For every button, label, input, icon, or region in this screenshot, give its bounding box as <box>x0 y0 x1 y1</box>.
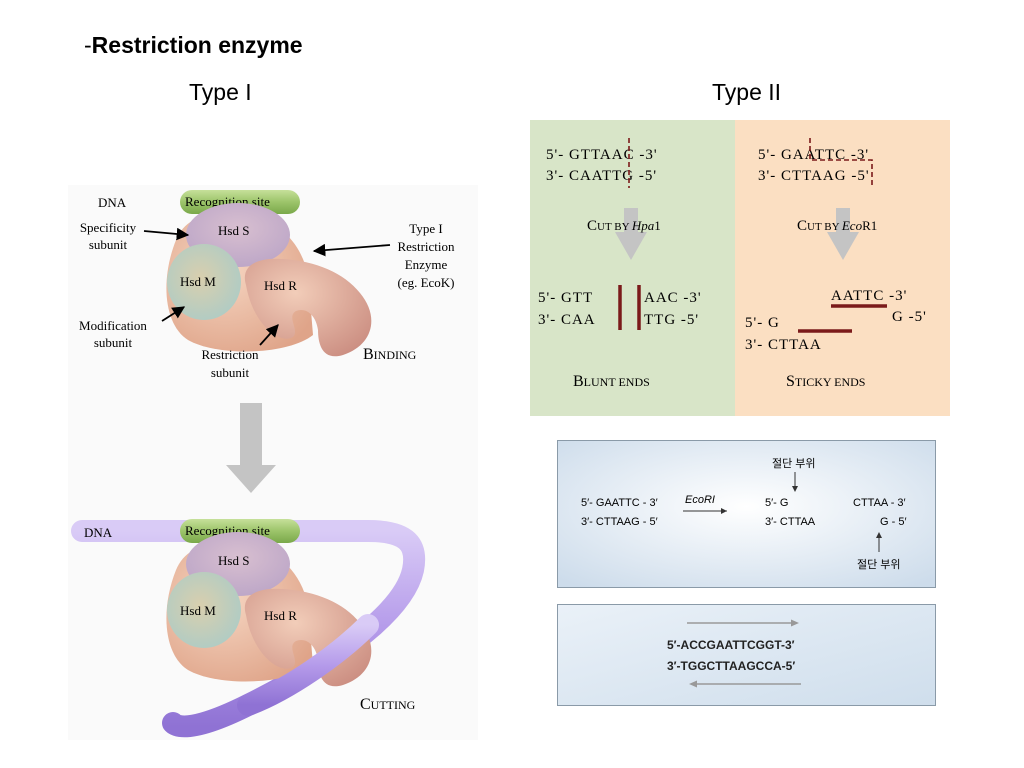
enzyme-label-line3: Enzyme <box>405 257 448 272</box>
hsd-r-label: Hsd R <box>264 608 297 623</box>
palindrome-bottom-strand: 3′-TGGCTTAAGCCA-5′ <box>667 659 795 673</box>
recognition-site <box>180 190 300 214</box>
ecori-fragment2-top: CTTAA - 3′ <box>853 497 906 509</box>
sticky-arrow-down <box>827 208 859 260</box>
sticky-cut-by: CUT BY EcoR1 <box>797 218 877 234</box>
sticky-panel-background <box>735 120 950 416</box>
cut-site-arrowhead-top <box>792 486 798 492</box>
sticky-right-bottom: G -5' <box>892 309 927 325</box>
hsd-m-label: Hsd M <box>180 603 216 618</box>
cut-site-arrowhead-bottom <box>876 532 882 538</box>
blunt-right-top: AAC -3' <box>644 290 702 306</box>
blunt-caption: BLUNT ENDS <box>573 373 650 390</box>
palindrome-top-arrowhead <box>791 619 799 627</box>
binding-state: DNA Recognition site Hsd S Hsd M Hsd R S… <box>71 190 455 380</box>
slide-title: -Restriction enzyme <box>84 32 303 58</box>
cutting-caption: CUTTING <box>360 696 416 713</box>
dna-label: DNA <box>84 525 113 540</box>
blunt-top-strand: 5'- GTTAAC -3' <box>546 147 658 163</box>
blunt-left-bottom: 3'- CAA <box>538 312 596 328</box>
blunt-arrow-down <box>615 208 647 260</box>
palindrome-panel: 5′-ACCGAATTCGGT-3′ 3′-TGGCTTAAGCCA-5′ <box>557 604 936 706</box>
sticky-left-bottom: 3'- CTTAA <box>745 337 822 353</box>
restriction-label-line1: Restriction <box>201 347 259 362</box>
hsd-m-subunit <box>167 244 241 320</box>
process-arrow-down <box>226 403 276 493</box>
blunt-right-bottom: TTG -5' <box>644 312 699 328</box>
sticky-bottom-strand: 3'- CTTAAG -5' <box>758 168 870 184</box>
recognition-site <box>180 519 300 543</box>
specificity-label-line1: Specificity <box>80 220 137 235</box>
hsd-m-label: Hsd M <box>180 274 216 289</box>
dna-label: DNA <box>98 195 127 210</box>
type1-figure: DNA Recognition site Hsd S Hsd M Hsd R S… <box>68 185 478 740</box>
type2-cut-figure: 5'- GTTAAC -3' 3'- CAATTG -5' CUT BY Hpa… <box>530 120 950 416</box>
ecori-fragment2-bottom: G - 5′ <box>880 516 907 528</box>
blunt-cut-by: CUT BY Hpa1 <box>587 218 661 234</box>
cut-site-label-top: 절단 부위 <box>772 457 816 470</box>
palindrome-bottom-arrowhead <box>689 680 697 688</box>
restriction-label-line2: subunit <box>211 365 250 380</box>
ecori-reaction-arrowhead <box>721 508 727 514</box>
blunt-bottom-strand: 3'- CAATTG -5' <box>546 168 657 184</box>
type2-heading: Type II <box>712 79 782 105</box>
sticky-ends-panel: 5'- GAATTC -3' 3'- CTTAAG -5' CUT BY Eco… <box>745 138 927 390</box>
blunt-ends-panel: 5'- GTTAAC -3' 3'- CAATTG -5' CUT BY Hpa… <box>538 138 702 390</box>
ecori-original-top: 5′- GAATTC - 3′ <box>581 497 658 509</box>
dna-strand-front <box>237 614 379 716</box>
palindrome-top-strand: 5′-ACCGAATTCGGT-3′ <box>667 638 795 652</box>
sticky-left-top: 5'- G <box>745 315 780 331</box>
sticky-right-top: AATTC -3' <box>831 288 907 304</box>
hsd-s-label: Hsd S <box>218 223 249 238</box>
palindrome-panel-background <box>557 604 936 706</box>
ecori-enzyme-label: EcoRI <box>685 494 715 506</box>
enzyme-label-line1: Type I <box>409 221 442 236</box>
enzyme-arrow <box>312 243 391 257</box>
hsd-m-subunit <box>167 572 241 648</box>
specificity-label-line2: subunit <box>89 237 128 252</box>
enzyme-label-line4: (eg. EcoK) <box>397 275 454 290</box>
specificity-arrow <box>143 227 190 241</box>
ecori-fragment1-bottom: 3′- CTTAA <box>765 516 816 528</box>
sticky-caption: STICKY ENDS <box>786 373 865 390</box>
sticky-top-strand: 5'- GAATTC -3' <box>758 147 869 163</box>
cut-site-label-bottom: 절단 부위 <box>857 558 901 571</box>
blunt-panel-background <box>530 120 735 416</box>
hsd-s-label: Hsd S <box>218 553 249 568</box>
binding-caption: BINDING <box>363 346 417 363</box>
hsd-r-label: Hsd R <box>264 278 297 293</box>
blunt-left-top: 5'- GTT <box>538 290 593 306</box>
ecori-original-bottom: 3′- CTTAAG - 5′ <box>581 516 658 528</box>
cutting-state: DNA Recognition site Hsd S Hsd M Hsd R C… <box>71 519 426 738</box>
ecori-cut-panel: 5′- GAATTC - 3′ 3′- CTTAAG - 5′ EcoRI 5′… <box>557 440 936 588</box>
ecori-panel-background <box>557 440 936 588</box>
ecori-fragment1-top: 5′- G <box>765 497 788 509</box>
enzyme-label-line2: Restriction <box>397 239 455 254</box>
modification-arrow <box>161 306 186 322</box>
restriction-arrow <box>259 324 279 346</box>
type1-heading: Type I <box>189 79 252 105</box>
modification-label-line1: Modification <box>79 318 147 333</box>
modification-label-line2: subunit <box>94 335 133 350</box>
sticky-cut-line <box>809 138 873 188</box>
